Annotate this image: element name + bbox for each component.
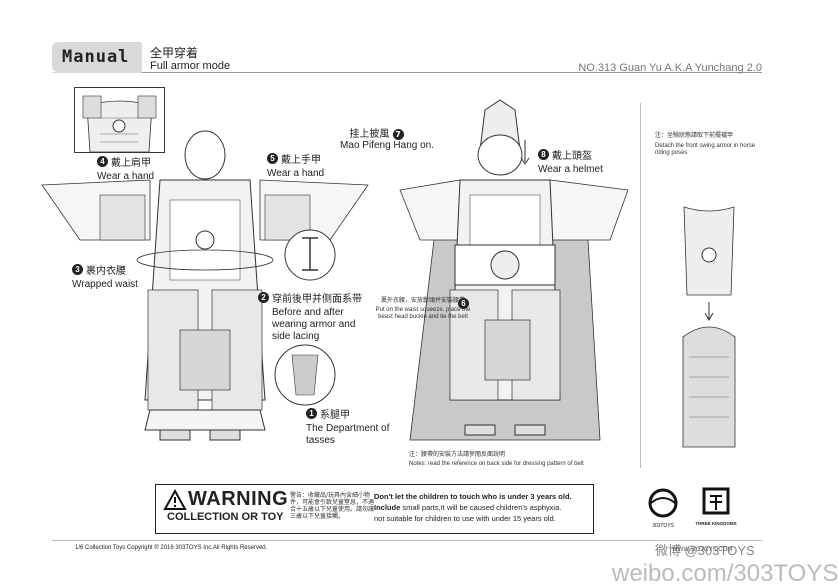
step-6-number: 6: [458, 298, 469, 310]
warning-title: WARNING: [188, 488, 289, 510]
copyright: 1/6 Collection Toys Copyright ® 2016 303…: [75, 545, 268, 551]
front-swing-drawing: [682, 206, 736, 448]
step-4-number: 4: [97, 156, 108, 168]
step-4-cn: 戴上肩甲: [111, 158, 151, 169]
warning-line1-bold: Include: [374, 503, 401, 512]
step-4-en: Wear a hand: [97, 171, 155, 182]
303toys-logo-icon: [648, 488, 678, 518]
inset-drawing: [82, 95, 157, 153]
warning-line2: not suitable for children to use with un…: [374, 514, 556, 523]
belt-note-en: Notes: read the reference on back side f…: [409, 461, 584, 467]
step-2-en: Before and after wearing armor and side …: [272, 307, 356, 342]
step-1-cn: 系腿甲: [320, 410, 350, 421]
website: WWW.303TOYS.COM: [672, 547, 733, 553]
step-1-number: 1: [306, 408, 317, 420]
step-3-en: Wrapped waist: [72, 279, 138, 290]
logo-303toys-text: 303TOYS: [652, 523, 674, 529]
step-2-cn: 穿前後甲并侧面系带: [272, 294, 362, 305]
manual-label: Manual: [52, 42, 142, 72]
step-5-en: Wear a hand: [267, 168, 325, 179]
three-kingdoms-logo-icon: [702, 487, 730, 515]
warning-headline: Don't let the children to touch who is u…: [374, 492, 572, 501]
header-rule-left: [52, 72, 142, 73]
step-6-number-wrap: 6: [458, 295, 472, 313]
step-6-cn: 裹外衣腰，安放獸頭并安裝腰帶: [380, 297, 465, 304]
logo-three-kingdoms: THREE KINGDOMS: [690, 486, 742, 526]
footer-rule: [52, 540, 762, 541]
step-3-number: 3: [72, 264, 83, 276]
step-7-cn: 挂上披風 7: [322, 125, 434, 140]
logo-303toys: 303TOYS: [640, 488, 686, 529]
belt-note-cn: 注：腰帶的安裝方法請參閱反面說明: [409, 451, 506, 458]
warning-cn: 警告：收藏品/玩具內含細小物件，可能會引致兒童窒息，不適合十五歲以下兒童使用。請…: [290, 492, 375, 520]
step-1-en: The Department of tasses: [306, 423, 390, 446]
step-6-en: Put on the waist squeeze, place the beas…: [375, 306, 471, 320]
warning-line1: Include small parts,It will be caused ch…: [374, 503, 561, 512]
warning-line1-text: small parts,It will be caused children's…: [400, 503, 562, 512]
step-7-en: Mao Pifeng Hang on.: [340, 140, 434, 151]
step-7-cn-text: 挂上披風: [349, 129, 390, 140]
warning-box: WARNING COLLECTION OR TOY 警告：收藏品/玩具內含細小物…: [155, 484, 594, 534]
step-5-cn: 戴上手甲: [281, 155, 321, 166]
side-note-cn: 注：坐騎狀態請取下前擺襠甲: [655, 132, 734, 139]
title-cn: 全甲穿着: [150, 46, 199, 60]
weibo-watermark: weibo.com/303TOYS: [612, 560, 838, 587]
header-rule: [142, 72, 762, 73]
step-7-label: 挂上披風 7 Mao Pifeng Hang on.: [322, 125, 434, 151]
step-8-en: Wear a helmet: [538, 164, 603, 175]
title-en: Full armor mode: [150, 60, 231, 72]
warning-icon: [163, 488, 187, 510]
step-6-label: 裹外衣腰，安放獸頭并安裝腰帶 Put on the waist squeeze,…: [372, 297, 474, 321]
step-3-cn: 裹内衣腰: [86, 266, 126, 277]
weibo-handle: 微博 @303TOYS: [655, 543, 755, 558]
step-8-cn: 戴上頭盔: [552, 151, 592, 162]
step-7-number: 7: [392, 128, 404, 140]
step-2-number: 2: [258, 292, 269, 304]
product-title: NO.313 Guan Yu A.K.A Yunchang 2.0: [578, 62, 762, 74]
logo-three-kingdoms-text: THREE KINGDOMS: [695, 521, 737, 526]
side-note-en: Detach the front swing armor in horse ri…: [655, 143, 756, 156]
step-8-number: 8: [538, 149, 549, 161]
inset-shoulder-detail: [74, 87, 165, 153]
armor-figure-right: [399, 99, 629, 441]
armor-figure-left: [41, 130, 369, 441]
side-panel: 注：坐騎狀態請取下前擺襠甲 Detach the front swing arm…: [640, 103, 762, 468]
warning-subtitle: COLLECTION OR TOY: [167, 511, 284, 523]
step-5-number: 5: [267, 153, 278, 165]
